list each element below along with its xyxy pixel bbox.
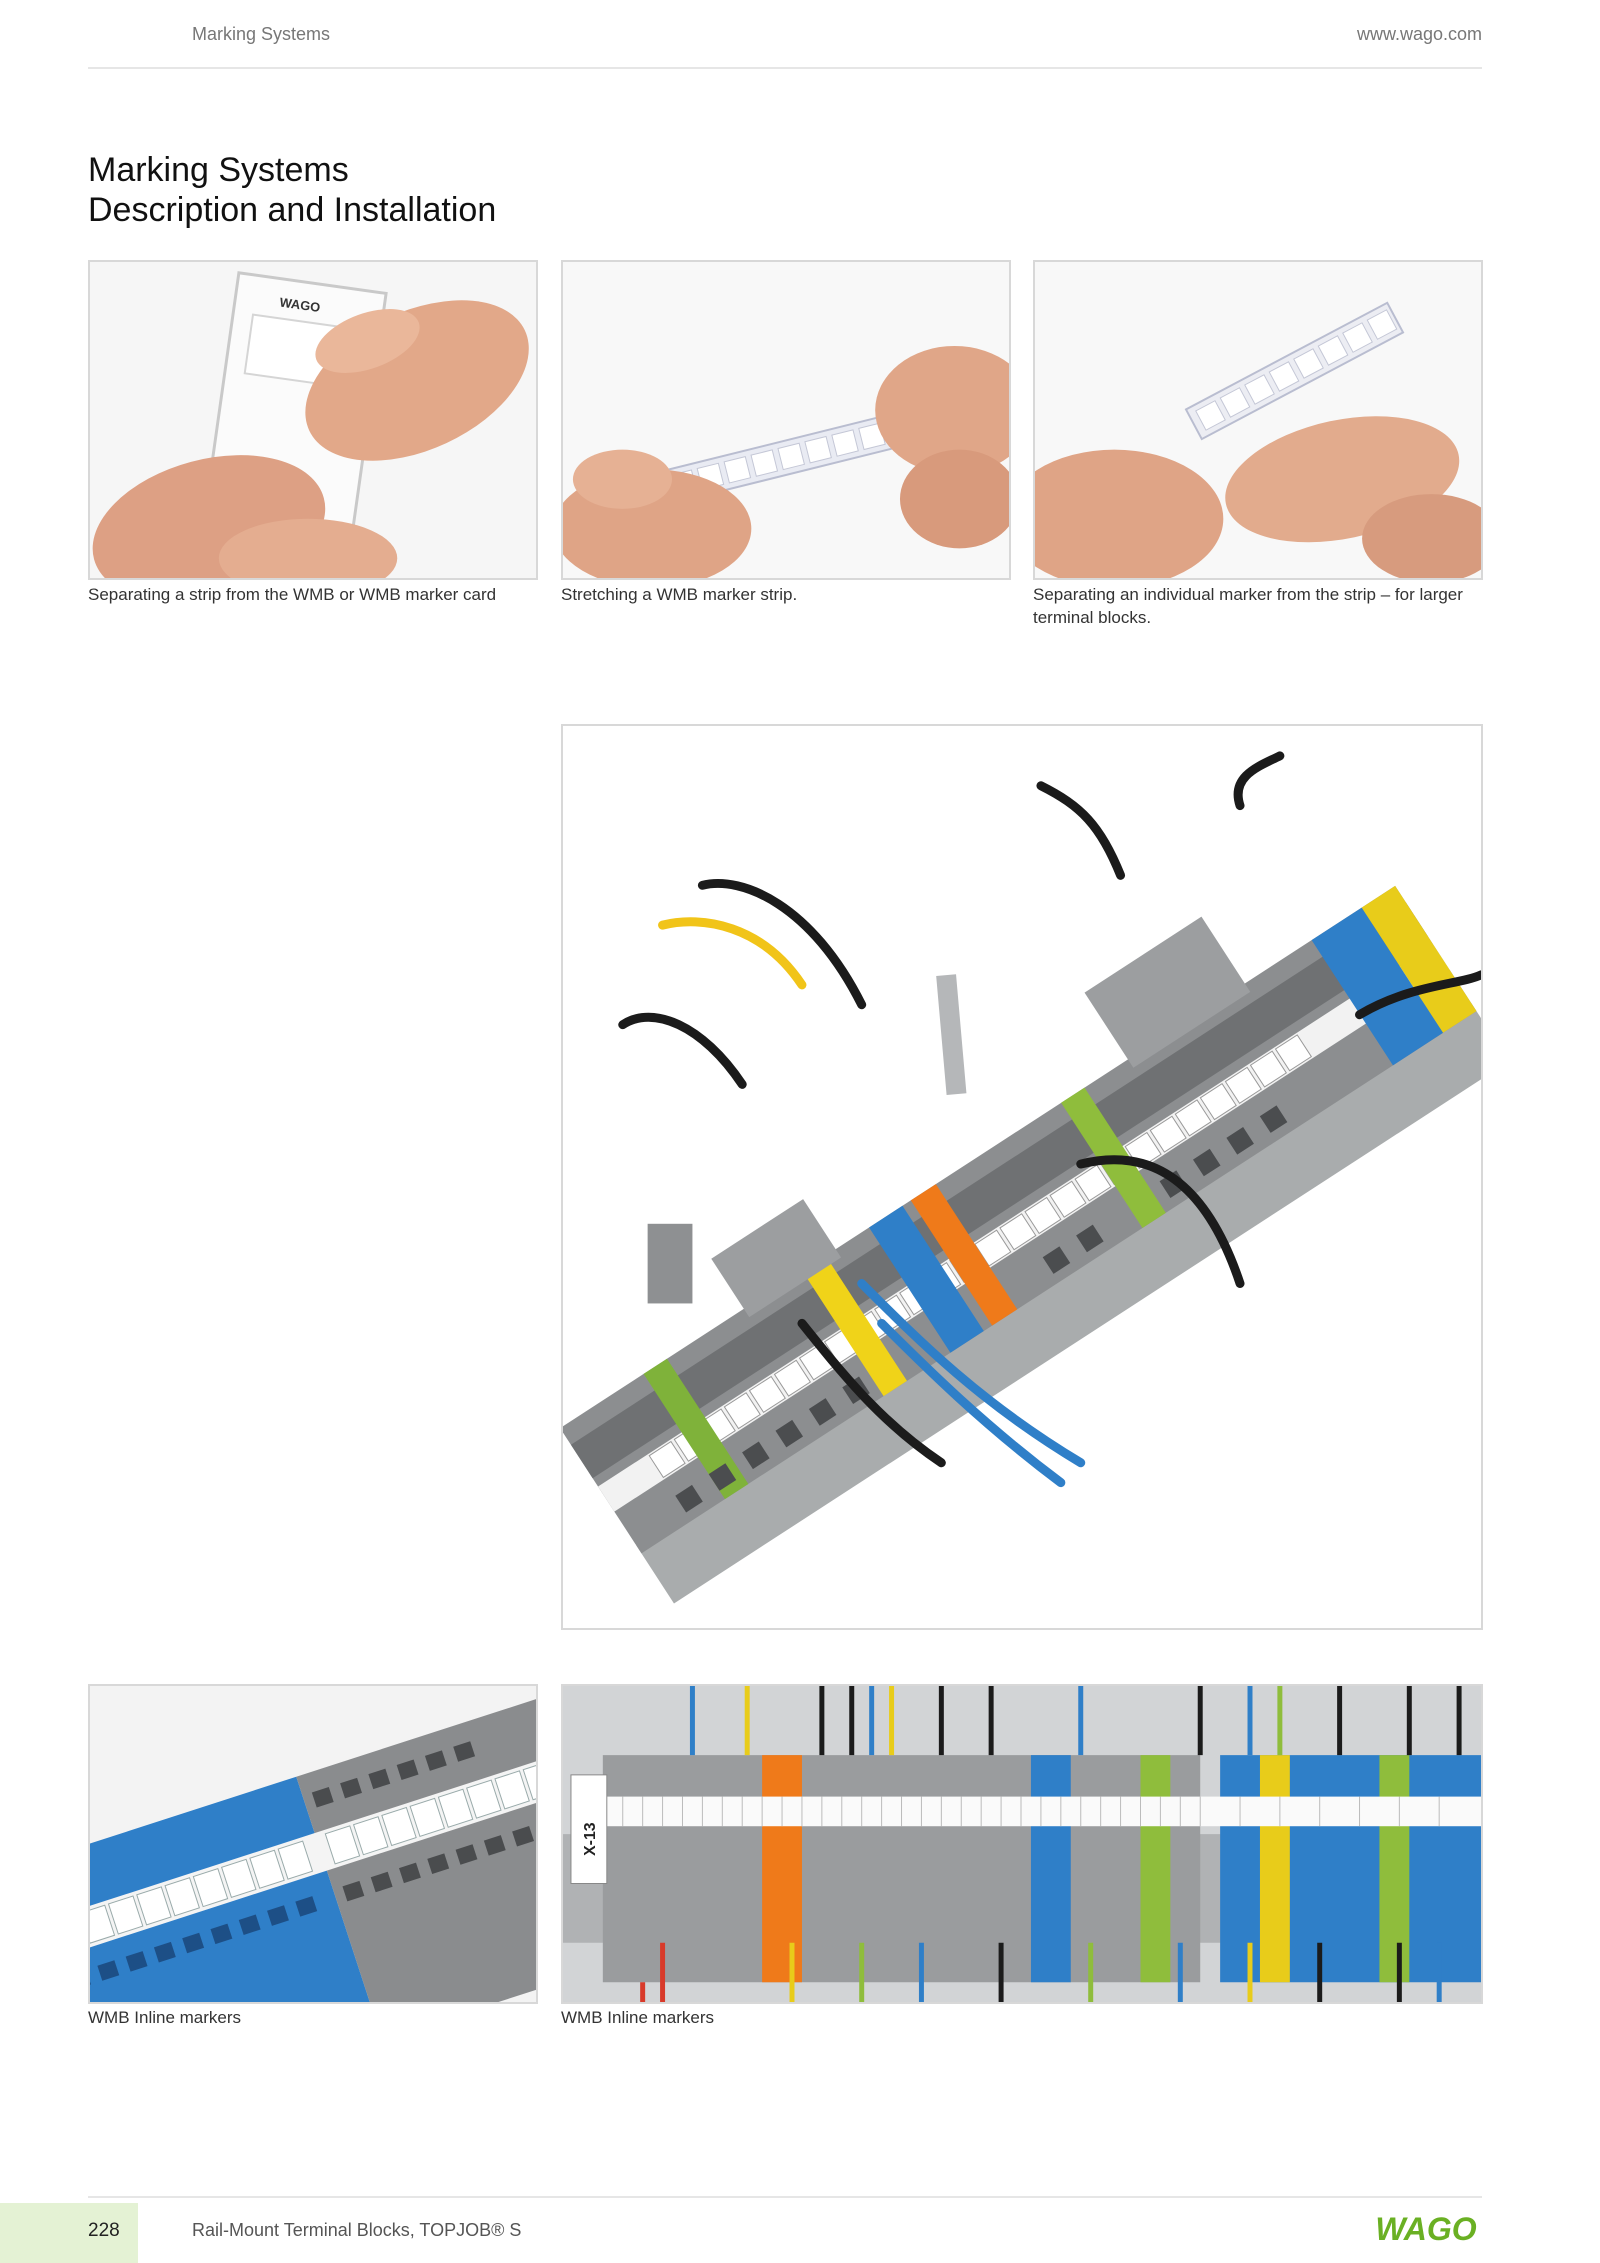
caption-fig2: Stretching a WMB marker strip. xyxy=(561,585,798,604)
wago-logo-text: WAGO xyxy=(1375,2211,1476,2247)
photo-individual-marker xyxy=(1033,260,1483,580)
photo-inline-markers-angled xyxy=(88,1684,538,2004)
card-wago-text: WAGO xyxy=(279,294,322,314)
caption-fig5: WMB Inline markers xyxy=(88,2008,242,2027)
photo-stretch-strip xyxy=(561,260,1011,580)
footer-divider xyxy=(88,2196,1482,2198)
photo-terminal-block-assembly xyxy=(561,724,1483,1630)
caption-fig1: Separating a strip from the WMB or WMB m… xyxy=(88,585,497,604)
wago-logo: WAGO xyxy=(1370,2210,1482,2248)
caption-fig3: Separating an individual marker from the… xyxy=(1033,585,1463,627)
header-url[interactable]: www.wago.com xyxy=(1356,24,1482,44)
header-section: Marking Systems xyxy=(192,24,331,44)
page-subtitle: Description and Installation xyxy=(88,191,497,229)
page-number: 228 xyxy=(88,2220,120,2241)
page-title: Marking Systems xyxy=(88,151,349,189)
caption-fig6: WMB Inline markers xyxy=(561,2008,715,2027)
photo-marker-card: WAGO xyxy=(88,260,538,580)
header-divider xyxy=(88,67,1482,69)
photo-inline-markers-cabinet: X-13 xyxy=(561,1684,1483,2004)
rail-label-text: X-13 xyxy=(582,1822,599,1856)
page-number-box xyxy=(0,2203,138,2263)
footer-text: Rail-Mount Terminal Blocks, TOPJOB® S xyxy=(192,2220,522,2240)
